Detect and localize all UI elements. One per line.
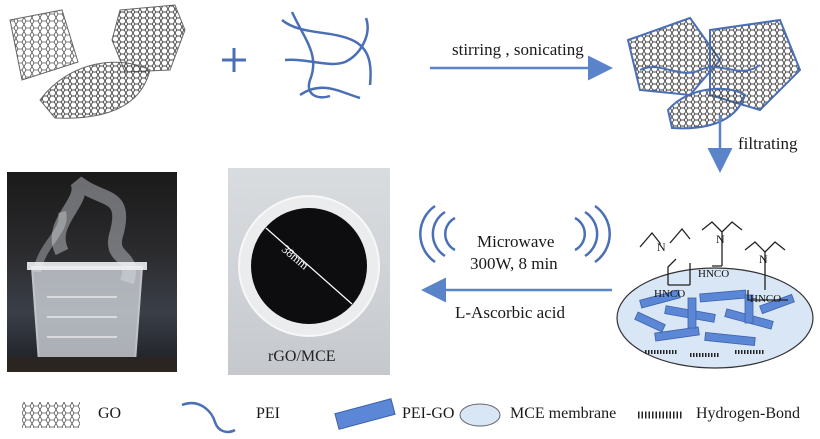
hnco-left: HNCO xyxy=(654,288,685,300)
amine-n-middle: N xyxy=(716,232,725,246)
amine-n-right: N xyxy=(759,252,768,266)
legend-pei-label: PEI xyxy=(256,405,280,422)
legend-mce-swatch xyxy=(459,403,501,427)
legend-go-swatch xyxy=(22,402,80,428)
pei-go-composite-illustration xyxy=(626,16,802,130)
rgo-mce-membrane-photo: 38mm rGO/MCE xyxy=(228,168,390,375)
legend xyxy=(22,398,682,434)
label-stirring-sonicating: stirring , sonicating xyxy=(452,40,584,59)
legend-go-label: GO xyxy=(98,405,122,422)
pei-chains-illustration xyxy=(281,11,372,100)
microwave-icon xyxy=(419,204,611,264)
legend-pei-swatch xyxy=(181,402,236,434)
label-microwave-conditions: 300W, 8 min xyxy=(470,254,558,273)
legend-pei-go-swatch xyxy=(334,398,396,430)
plus-icon xyxy=(222,48,246,72)
label-microwave: Microwave xyxy=(477,232,555,251)
membrane-structure-illustration: N N N HNCO HNCO HNCO xyxy=(616,221,814,369)
hnco-right: HNCO xyxy=(750,293,781,305)
legend-hbond-label: Hydrogen-Bond xyxy=(696,405,800,422)
membrane-caption: rGO/MCE xyxy=(268,348,336,365)
label-filtrating: filtrating xyxy=(738,134,798,153)
go-sheets-illustration xyxy=(9,4,186,119)
hnco-middle: HNCO xyxy=(698,268,729,280)
label-ascorbic-acid: L-Ascorbic acid xyxy=(455,303,565,322)
legend-mce-label: MCE membrane xyxy=(510,405,617,422)
amine-n-left: N xyxy=(657,240,666,254)
beaker-photo xyxy=(7,172,177,372)
legend-pei-go-label: PEI-GO xyxy=(402,405,455,422)
